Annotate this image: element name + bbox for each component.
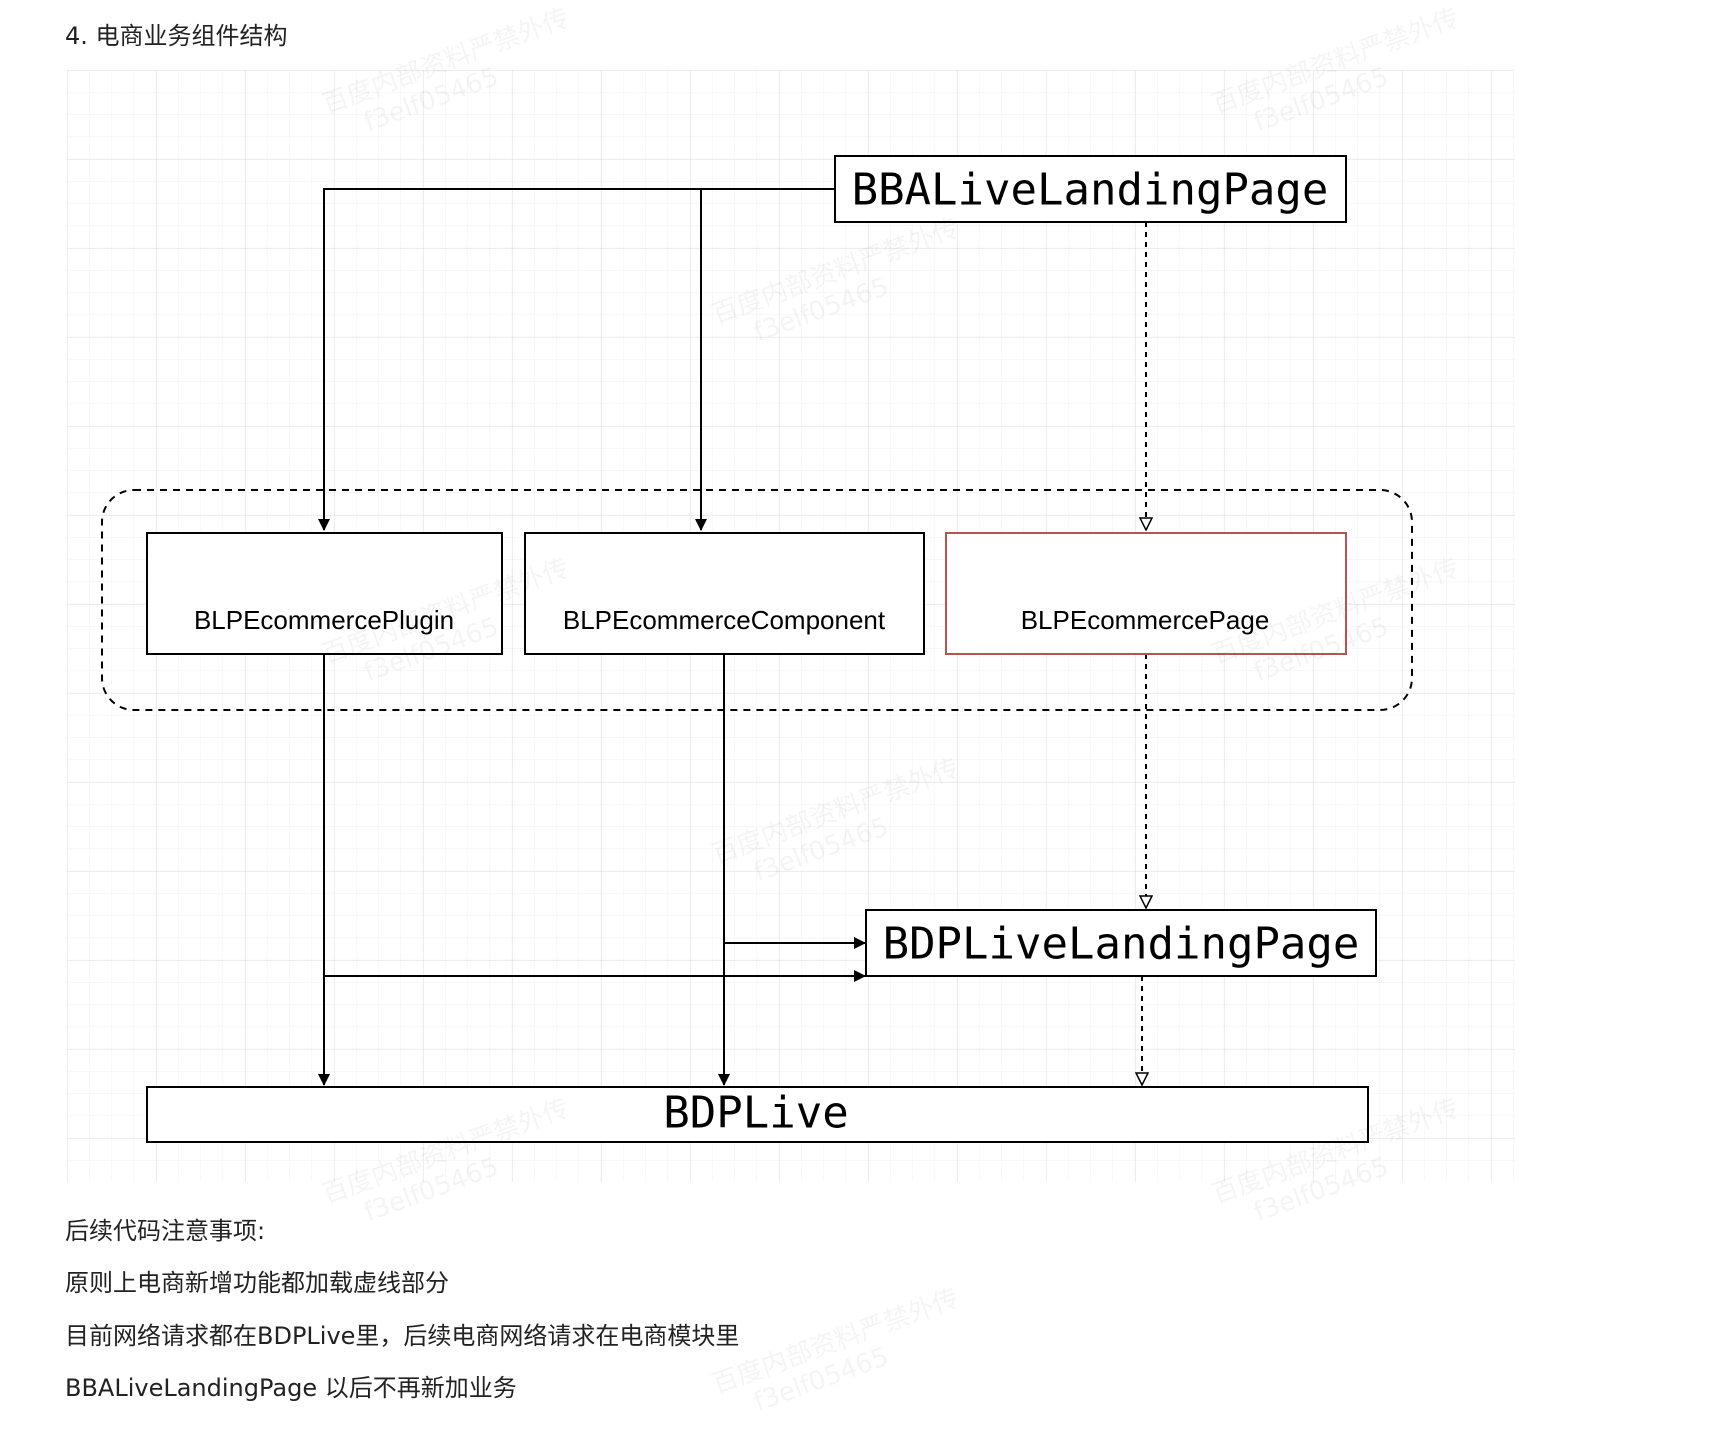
node-bbalivelandingpage-label: BBALiveLandingPage [852, 165, 1329, 216]
node-blpecommercepage: BLPEcommercePage [945, 532, 1347, 655]
edge-top-to-plugin [318, 188, 835, 531]
node-blpecommerceplugin: BLPEcommercePlugin [146, 532, 503, 655]
section-heading: 4. 电商业务组件结构 [65, 22, 288, 50]
node-blpecommercecomponent-label: BLPEcommerceComponent [563, 605, 886, 635]
node-blpecommerceplugin-label: BLPEcommercePlugin [194, 605, 454, 635]
connectors [318, 188, 1146, 1086]
note-line: BBALiveLandingPage 以后不再新加业务 [65, 1374, 517, 1402]
node-bbalivelandingpage: BBALiveLandingPage [834, 155, 1347, 223]
node-bdplive: BDPLive [146, 1086, 1369, 1143]
note-heading: 后续代码注意事项: [65, 1217, 266, 1245]
node-bdplivelandingpage-label: BDPLiveLandingPage [883, 919, 1360, 970]
ecommerce-group-container [101, 489, 1413, 711]
node-bdplive-label: BDPLive [663, 1088, 848, 1139]
node-bdplivelandingpage: BDPLiveLandingPage [865, 909, 1377, 977]
node-blpecommercecomponent: BLPEcommerceComponent [524, 532, 925, 655]
node-blpecommercepage-label: BLPEcommercePage [1021, 605, 1270, 635]
note-line: 目前网络请求都在BDPLive里，后续电商网络请求在电商模块里 [65, 1322, 740, 1350]
note-line: 原则上电商新增功能都加载虚线部分 [65, 1269, 449, 1297]
